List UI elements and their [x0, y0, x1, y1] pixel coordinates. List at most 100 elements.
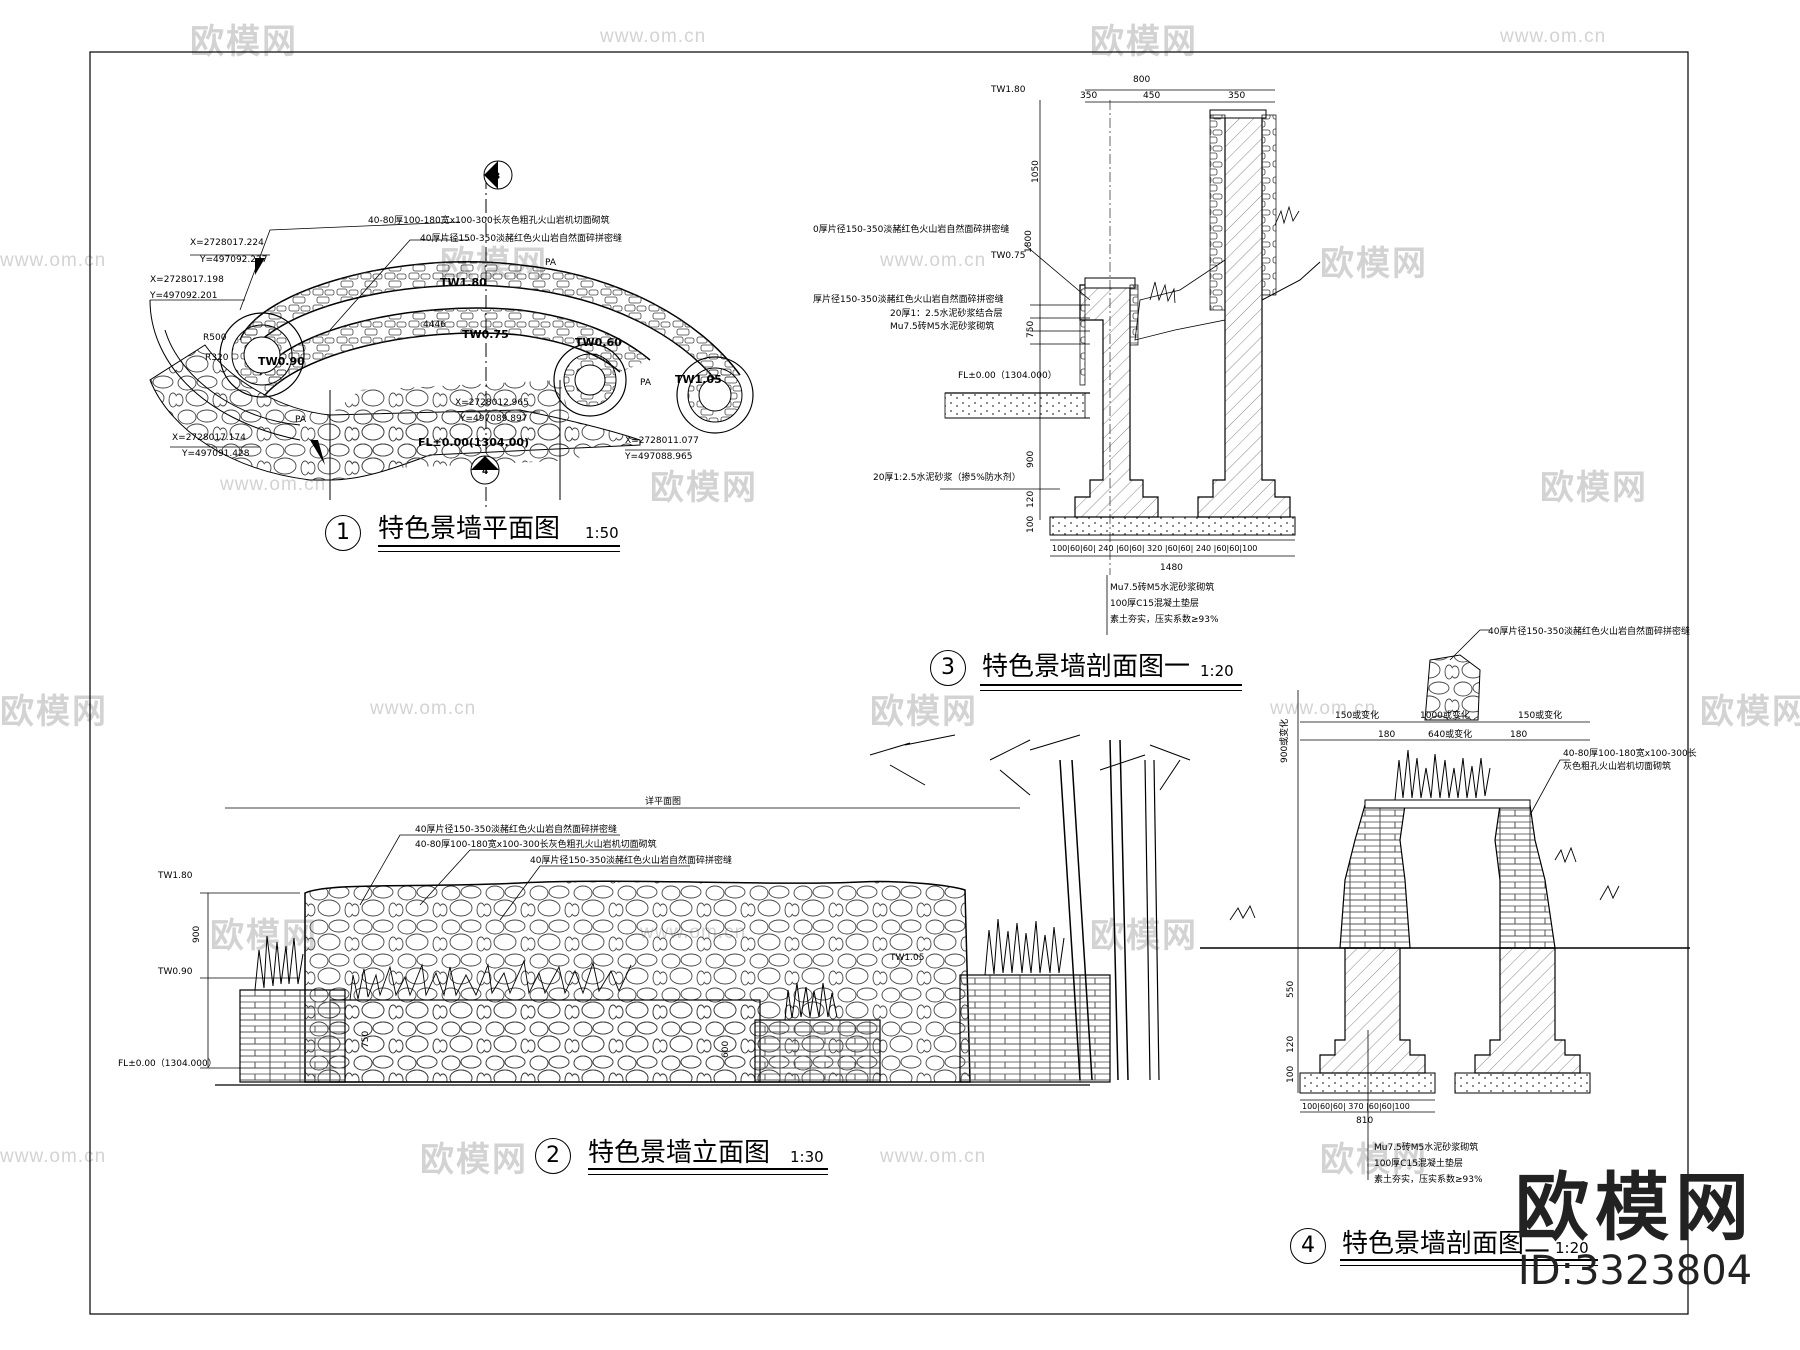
elevation-fl: FL±0.00（1304.000） — [118, 1058, 217, 1069]
watermark-url: www.om.cn — [220, 474, 327, 495]
watermark-url: www.om.cn — [600, 26, 707, 47]
elevation-detail-ref: 详平面图 — [645, 795, 681, 807]
watermark-logo: 欧模网 — [1090, 917, 1198, 955]
section1-dim-750: 750 — [1026, 321, 1036, 338]
watermark-logo: 欧模网 — [870, 693, 978, 731]
section1-title: 特色景墙剖面图一 — [982, 652, 1191, 682]
watermark-logo: 欧模网 — [1540, 469, 1648, 507]
plan-coord-1y: Y=497092.227 — [199, 255, 267, 265]
section1-note-6: Mu7.5砖M5水泥砂浆砌筑 — [1110, 581, 1214, 593]
watermark-url: www.om.cn — [880, 250, 987, 271]
section2-bottom-dims: 100|60|60| 370 |60|60|100 — [1302, 1102, 1410, 1111]
plan-coord-4y: Y=497091.428 — [181, 449, 250, 459]
section2-dim-550: 550 — [1286, 981, 1296, 998]
section1-title-underline — [980, 684, 1242, 686]
plan-r500: R500 — [203, 333, 227, 343]
plan-fl: FL±0.00(1304.00) — [418, 436, 529, 449]
section2-title-underline-thin — [1340, 1265, 1598, 1266]
section2-dim-180a: 180 — [1378, 730, 1395, 740]
section2-title-underline — [1340, 1259, 1598, 1261]
elevation-dim-900: 900 — [192, 926, 202, 943]
section1-number: 3 — [930, 650, 966, 686]
plan-sec3: 3 — [494, 172, 500, 182]
elevation-title: 特色景墙立面图 — [588, 1138, 771, 1168]
section2-number: 4 — [1290, 1228, 1326, 1264]
watermark-logo: 欧模网 — [1090, 23, 1198, 61]
section1-dim-120: 120 — [1026, 491, 1036, 508]
section1-fl: FL±0.00（1304.000） — [958, 370, 1057, 381]
section2-note-top: 40厚片径150-350淡赭红色火山岩自然面碎拼密缝 — [1488, 625, 1690, 637]
elevation-title-underline — [588, 1168, 828, 1170]
elevation-note-2: 40-80厚100-180宽x100-300长灰色粗孔火山岩机切面砌筑 — [415, 838, 657, 850]
brand-stamp: 欧模网 ID:3323804 — [1515, 1168, 1755, 1294]
elevation-drawing: 详平面图 40厚片径150-350淡赭红色火山岩自然面碎拼密缝 40-80厚10… — [118, 734, 1191, 1086]
section2-dim-180b: 180 — [1510, 730, 1527, 740]
plan-title-underline-thin — [378, 551, 620, 552]
section2-drawing: 40厚片径150-350淡赭红色火山岩自然面碎拼密缝 40-80厚100-180… — [1200, 625, 1697, 1185]
plan-coord-3x: X=2728012.965 — [455, 398, 529, 408]
plan-r320: R320 — [205, 353, 229, 363]
elevation-tw090: TW0.90 — [157, 967, 193, 977]
plan-coord-1x: X=2728017.224 — [190, 238, 264, 248]
elevation-note-3: 40厚片径150-350淡赭红色火山岩自然面碎拼密缝 — [530, 854, 732, 866]
section1-note-2: 厚片径150-350淡赭红色火山岩自然面碎拼密缝 — [813, 293, 1004, 305]
plan-coord-5y: Y=497088.965 — [624, 452, 692, 462]
plan-coord-4x: X=2728017.174 — [172, 433, 246, 443]
plan-sec4: 4 — [482, 467, 488, 477]
section2-dim-150b: 150或变化 — [1518, 709, 1562, 721]
section1-dim-1050: 1050 — [1031, 160, 1041, 183]
section2-dim-100: 100 — [1286, 1066, 1296, 1083]
section1-bottom-dims: 100|60|60| 240 |60|60| 320 |60|60| 240 |… — [1052, 544, 1257, 553]
section2-scale: 1:20 — [1555, 1239, 1589, 1257]
watermark-url: www.om.cn — [370, 698, 477, 719]
section2-title: 特色景墙剖面图二 — [1342, 1229, 1551, 1259]
section2-note-b3: 素土夯实，压实系数≥93% — [1374, 1173, 1483, 1185]
watermark-url: www.om.cn — [880, 1146, 987, 1167]
plan-coord-5x: X=2728011.077 — [625, 436, 699, 446]
elevation-scale: 1:30 — [790, 1148, 824, 1166]
section1-tw075: TW0.75 — [990, 251, 1025, 261]
watermark-logo: 欧模网 — [650, 469, 758, 507]
section2-dim-810: 810 — [1356, 1116, 1373, 1126]
section1-note-1: 0厚片径150-350淡赭红色火山岩自然面碎拼密缝 — [813, 223, 1009, 235]
section1-drawing: TW1.80 TW0.75 FL±0.00（1304.000） 800 350 … — [813, 75, 1321, 635]
section1-note-8: 素土夯实，压实系数≥93% — [1110, 613, 1219, 625]
section2-dim-120: 120 — [1286, 1036, 1296, 1053]
watermark-url: www.om.cn — [1270, 698, 1377, 719]
section2-note-b1: Mu7.5砖M5水泥砂浆砌筑 — [1374, 1141, 1478, 1153]
plan-material-1: 40-80厚100-180宽x100-300长灰色粗孔火山岩机切面砌筑 — [368, 214, 610, 226]
plan-tw180: TW1.80 — [440, 276, 487, 289]
elevation-dim-600: 600 — [721, 1041, 731, 1058]
section2-note-right-1: 40-80厚100-180宽x100-300长 — [1563, 747, 1697, 759]
section1-note-7: 100厚C15混凝土垫层 — [1110, 597, 1199, 609]
plan-coord-2x: X=2728017.198 — [150, 275, 224, 285]
section1-dim-800: 800 — [1133, 75, 1150, 85]
plan-dim-4446: 4446 — [423, 320, 446, 330]
watermark-logo: 欧模网 — [0, 693, 108, 731]
plan-pa: PA — [295, 415, 307, 425]
section2-dim-150a: 150或变化 — [1335, 709, 1379, 721]
plan-tw090: TW0.90 — [258, 355, 305, 368]
sheet-frame — [89, 51, 1689, 1315]
elevation-title-underline-thin — [588, 1174, 828, 1175]
section1-dim-100: 100 — [1026, 516, 1036, 533]
plan-coord-2y: Y=497092.201 — [149, 291, 217, 301]
section1-scale: 1:20 — [1200, 662, 1234, 680]
section1-dim-900: 900 — [1026, 451, 1036, 468]
brand-id: ID:3323804 — [1517, 1248, 1753, 1294]
section1-dim-1480: 1480 — [1160, 563, 1183, 573]
watermark-logo: 欧模网 — [1320, 1141, 1428, 1179]
section2-note-right-2: 灰色粗孔火山岩机切面砌筑 — [1563, 760, 1671, 772]
watermark-logo: 欧模网 — [190, 23, 298, 61]
section1-dim-350b: 350 — [1228, 91, 1245, 101]
watermark-logo: 欧模网 — [1700, 693, 1800, 731]
plan-title: 特色景墙平面图 — [378, 514, 561, 544]
elevation-dim-750: 750 — [361, 1031, 371, 1048]
elevation-tw105: TW1.05 — [889, 953, 924, 963]
watermark-url: www.om.cn — [0, 1146, 107, 1167]
brand-name: 欧模网 — [1515, 1165, 1755, 1251]
plan-material-2: 40厚片径150-350淡赭红色火山岩自然面碎拼密缝 — [420, 232, 622, 244]
plan-pa: PA — [640, 378, 652, 388]
watermark-logo: 欧模网 — [420, 1141, 528, 1179]
